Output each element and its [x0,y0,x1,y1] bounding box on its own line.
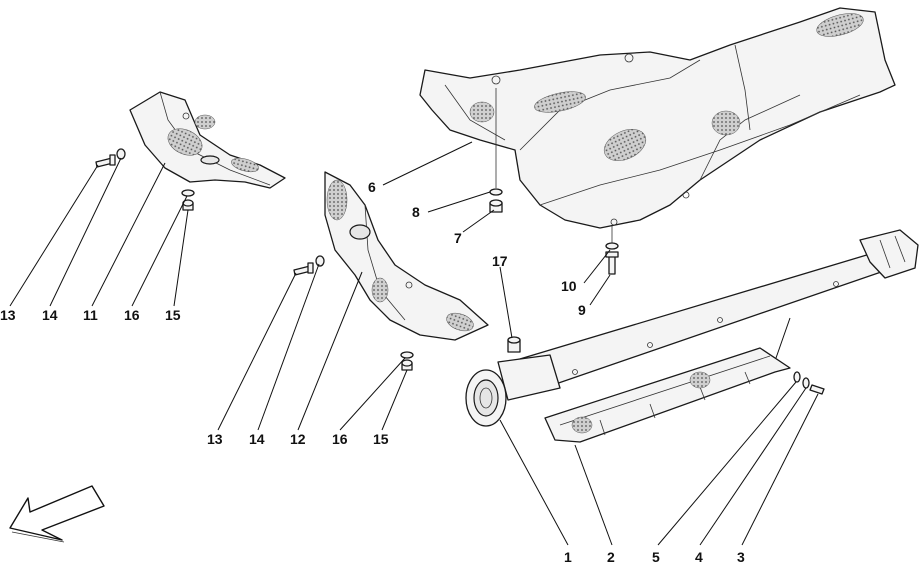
nut-15-left [182,199,194,211]
bolt-13-middle [293,262,314,276]
label-2: 2 [607,549,615,565]
label-13-middle: 13 [207,431,223,447]
leader-lines [9,141,819,546]
washer-4 [802,377,810,389]
transmission-tube [465,229,919,427]
label-11: 11 [83,307,98,323]
front-direction-arrow-icon [9,485,105,543]
bush-17 [507,336,521,353]
label-15-left: 15 [165,307,181,323]
bolt-3 [809,384,825,395]
label-14-left: 14 [42,307,58,323]
washer-8 [489,188,503,196]
nut-15-middle [401,359,413,371]
washer-14-left [116,148,126,160]
label-16-middle: 16 [332,431,348,447]
label-15-middle: 15 [373,431,389,447]
label-9: 9 [578,302,586,318]
label-12: 12 [290,431,306,447]
label-17: 17 [492,253,508,269]
left-heat-shield [129,91,286,189]
label-8: 8 [412,204,420,220]
lower-tube-cover [544,347,791,443]
label-14-middle: 14 [249,431,265,447]
part-number-labels: 6 8 7 17 10 9 13 14 11 16 15 13 14 12 16… [0,179,745,565]
washer-10 [605,242,619,250]
label-10: 10 [561,278,577,294]
label-7: 7 [454,230,462,246]
label-3: 3 [737,549,745,565]
middle-heat-shield [324,171,489,341]
label-13-left: 13 [0,307,16,323]
washer-5 [793,371,801,383]
label-1: 1 [564,549,572,565]
bolt-13-left [95,154,116,168]
tunnel-heat-shield [419,7,896,229]
label-4: 4 [695,549,703,565]
label-5: 5 [652,549,660,565]
bolt-9 [605,251,619,275]
nut-7 [489,199,503,213]
washer-16-middle [400,351,414,359]
label-16-left: 16 [124,307,140,323]
washer-16-left [181,189,195,197]
label-6: 6 [368,179,376,195]
washer-14-middle [315,255,325,267]
